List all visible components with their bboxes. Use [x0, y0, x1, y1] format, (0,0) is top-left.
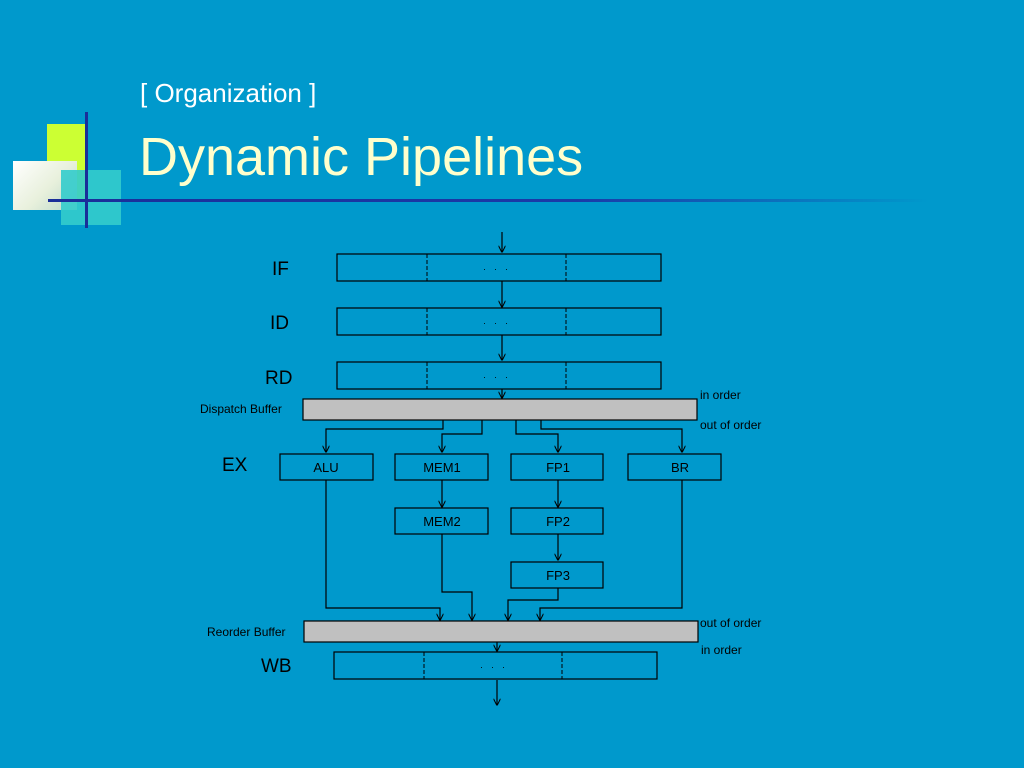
unit-mem2 [394, 507, 489, 535]
decor-vertical-line [85, 112, 88, 228]
unit-fp1 [510, 453, 604, 481]
arrow-br-to-reorder [540, 480, 683, 620]
stage-label-wb: WB [261, 656, 292, 677]
reorder-note-out-of-order: out of order [700, 616, 761, 630]
stage-if: . . . [336, 253, 662, 282]
reorder-buffer [303, 620, 699, 643]
dispatch-buffer-label: Dispatch Buffer [200, 402, 282, 416]
stage-rd: . . . [336, 361, 662, 390]
unit-fp3 [510, 561, 604, 589]
stage-label-rd: RD [265, 368, 292, 389]
unit-mem2-label: MEM2 [423, 514, 461, 529]
title-underline [48, 199, 928, 202]
unit-mem1-label: MEM1 [423, 460, 461, 475]
if-ellipsis: . . . [483, 262, 511, 272]
unit-fp2 [510, 507, 604, 535]
stage-label-ex: EX [222, 455, 248, 476]
dispatch-buffer [302, 398, 698, 421]
unit-br-label: BR [671, 460, 689, 475]
unit-fp3-label: FP3 [546, 568, 570, 583]
reorder-buffer-label: Reorder Buffer [207, 625, 286, 639]
unit-br [627, 453, 722, 481]
stage-label-id: ID [270, 313, 289, 334]
arrow-fp3-to-reorder [508, 588, 559, 620]
arrow-dispatch-to-fp1 [515, 420, 558, 452]
unit-mem1 [394, 453, 489, 481]
unit-alu [279, 453, 374, 481]
stage-id: . . . [336, 307, 662, 336]
stage-label-if: IF [272, 259, 289, 280]
arrow-dispatch-to-alu [326, 420, 444, 452]
unit-alu-label: ALU [313, 460, 338, 475]
wb-ellipsis: . . . [480, 660, 508, 670]
unit-fp2-label: FP2 [546, 514, 570, 529]
arrow-dispatch-to-mem1 [442, 420, 483, 452]
arrow-mem2-to-reorder [441, 534, 472, 620]
slide-subtitle: [ Organization ] [140, 78, 317, 108]
rd-ellipsis: . . . [483, 370, 511, 380]
stage-wb: . . . [333, 651, 658, 680]
unit-fp1-label: FP1 [546, 460, 570, 475]
arrow-dispatch-to-br [540, 420, 682, 452]
dispatch-note-out-of-order: out of order [700, 418, 761, 432]
arrow-alu-to-reorder [325, 480, 440, 620]
slide-title: Dynamic Pipelines [139, 127, 584, 187]
dispatch-note-in-order: in order [700, 388, 741, 402]
id-ellipsis: . . . [483, 316, 511, 326]
decor-square-teal [61, 170, 121, 225]
reorder-note-in-order: in order [701, 643, 742, 657]
